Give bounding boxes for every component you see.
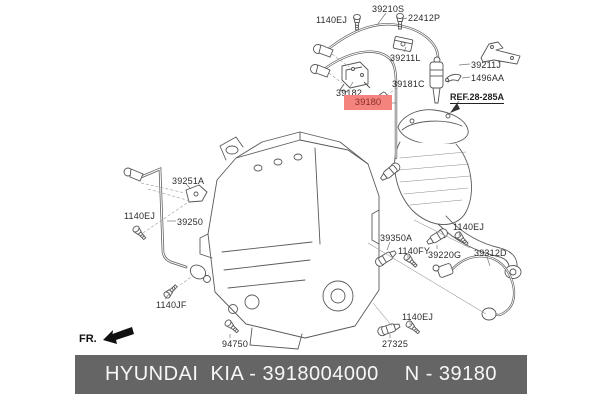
catalytic-converter-art [394,109,522,279]
cable-connector-icon [310,44,334,78]
bolt-1140EJ-bottom-icon [404,319,422,336]
footer-part-bar: HYUNDAI KIA - 3918004000 N - 39180 [75,355,527,394]
highlighted-part-number: 39180 [354,97,382,108]
tube-39250-art [123,167,211,283]
highlighted-part-label-39180[interactable]: 39180 [344,95,392,110]
part-label-1496aa: 1496AA [471,73,505,83]
bracket-39182-icon [339,61,371,93]
bolt-1140EJ-left-icon [131,224,148,242]
part-label-1140ej-left: 1140EJ [124,211,156,221]
part-label-1140fy: 1140FY [398,246,431,256]
part-label-22412p: 22412P [408,13,441,23]
fr-direction-arrow-icon [103,327,134,344]
part-label-1140ej-mid: 1140EJ [453,222,485,232]
engine-block-art [199,131,380,350]
clip-1496AA-icon [445,73,462,83]
part-label-27325: 27325 [382,339,409,349]
ref-arrowhead [450,103,460,113]
dashed-assembly-lines [140,53,398,292]
part-label-39211j: 39211J [471,60,502,70]
fr-label: FR. [79,333,97,345]
bolt-1140JF-icon [162,282,180,300]
oxygen-sensor-cables-art [321,23,440,160]
bolt-94750-icon [223,318,241,335]
part-label-39251a: 39251A [172,176,205,186]
part-label-39211l: 39211L [390,53,421,63]
sensor-39220G-icon [424,226,450,248]
part-label-39312d: 39312D [474,248,507,258]
bracket-39211L-icon [392,36,414,52]
footer-part-code: N - 39180 [404,363,498,385]
part-label-1140jf: 1140JF [156,300,187,310]
part-label-39181c: 39181C [392,79,425,89]
part-label-39350a: 39350A [380,233,413,243]
footer-brand-part-number: HYUNDAI KIA - 3918004000 [104,363,379,385]
bracket-39211J-icon [480,41,521,65]
part-label-39250: 39250 [177,217,204,227]
part-label-39182: 39182 [336,88,363,98]
oxygen-sensor-right-icon [429,56,444,104]
bracket-39251A-icon [185,184,208,203]
part-label-1140ej-top: 1140EJ [316,15,348,25]
projection-lines [367,219,487,327]
knock-sensor-27325-icon [376,320,402,338]
ref-28-285a-label: REF.28-285A [450,92,505,104]
part-label-39210s: 39210S [372,4,405,14]
part-label-1140ej-bot: 1140EJ [402,312,434,322]
bolt-1140EJ-top-icon [353,13,361,31]
part-label-39220g: 39220G [428,250,462,260]
sensor-cable-39312D-art [432,255,516,321]
part-label-94750: 94750 [222,339,249,349]
